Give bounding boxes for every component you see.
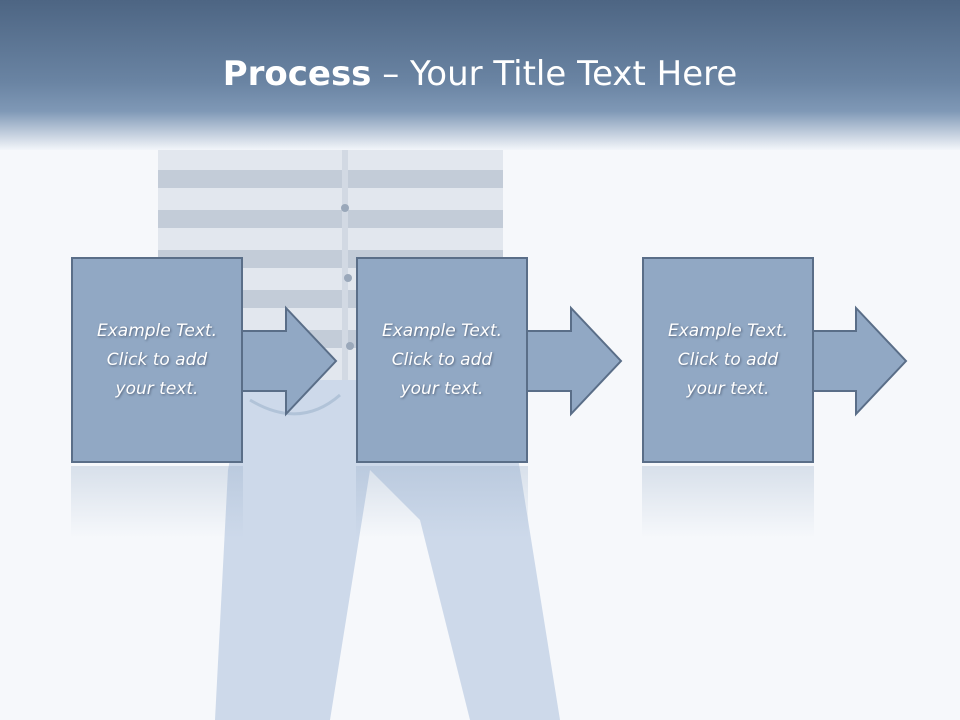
step-text: Example Text. Click to add your text. (96, 320, 218, 399)
step-box[interactable]: Example Text. Click to add your text. (356, 257, 528, 463)
step-reflection (71, 466, 243, 538)
step-text: Example Text. Click to add your text. (667, 320, 789, 399)
arrow-right-icon (522, 305, 623, 417)
title-bar (0, 0, 960, 150)
step-reflection (356, 466, 528, 538)
title-rest: – Your Title Text Here (371, 54, 738, 94)
step-box[interactable]: Example Text. Click to add your text. (642, 257, 814, 463)
arrow-right-icon (237, 305, 338, 417)
slide-title[interactable]: Process – Your Title Text Here (0, 52, 960, 96)
title-bold: Process (222, 54, 372, 94)
jeans-shape (215, 380, 560, 720)
step-reflection (642, 466, 814, 538)
arrow-right-icon (807, 305, 908, 417)
step-box[interactable]: Example Text. Click to add your text. (71, 257, 243, 463)
step-text: Example Text. Click to add your text. (381, 320, 503, 399)
